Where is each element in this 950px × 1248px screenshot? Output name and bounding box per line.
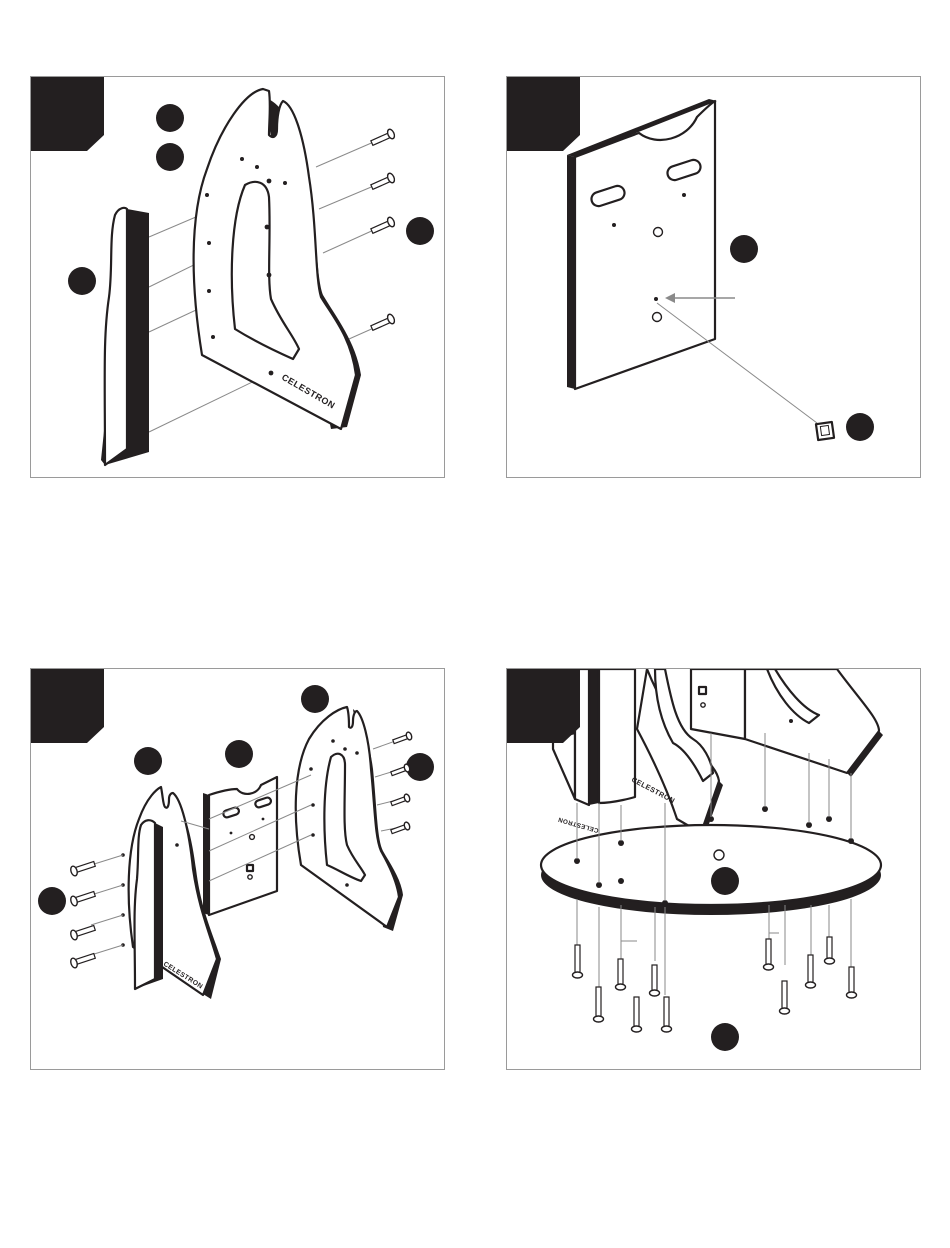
screw-icon — [650, 965, 660, 996]
screw-icon — [594, 987, 604, 1022]
part-callout-dot-icon — [38, 887, 66, 915]
step-panel-3: CELESTRON — [30, 668, 445, 1070]
screw-icon — [573, 945, 583, 978]
part-callout-dot-icon — [156, 104, 184, 132]
step-4-illustration: CELESTRON CELESTRON — [507, 669, 922, 1071]
inverted-assembly: CELESTRON — [553, 669, 883, 835]
screw-icon — [662, 997, 672, 1032]
screw-icon — [391, 793, 411, 805]
step-1-illustration: CELESTRON — [31, 77, 446, 479]
screw-icon — [806, 955, 816, 988]
step-3-illustration: CELESTRON — [31, 669, 446, 1071]
screw-icon — [616, 959, 626, 990]
step-panel-4: CELESTRON CELESTRON — [506, 668, 921, 1070]
engraved-label: CELESTRON — [557, 815, 599, 833]
screw-icon — [371, 128, 396, 145]
part-callout-dot-icon — [68, 267, 96, 295]
step-number-tab-icon — [31, 77, 104, 151]
step-number-tab-icon — [507, 77, 580, 151]
screw-icon — [371, 216, 396, 233]
screw-icon — [632, 997, 642, 1032]
step-panel-2 — [506, 76, 921, 478]
screw-icon — [391, 763, 411, 775]
screw-icon — [70, 892, 96, 907]
base-disc-part: CELESTRON — [541, 806, 881, 915]
side-rail-part — [101, 208, 149, 465]
screw-icon — [847, 967, 857, 998]
part-callout-dot-icon — [846, 413, 874, 441]
screw-icon — [764, 939, 774, 970]
part-callout-dot-icon — [301, 685, 329, 713]
screw-icon — [780, 981, 790, 1014]
part-callout-dot-icon — [730, 235, 758, 263]
center-plate-part — [567, 99, 717, 389]
part-callout-dot-icon — [156, 143, 184, 171]
part-callout-dot-icon — [711, 1023, 739, 1051]
screw-icon — [371, 172, 396, 189]
screw-icon — [371, 313, 396, 330]
screw-icon — [391, 821, 411, 833]
part-callout-dot-icon — [225, 740, 253, 768]
screw-icon — [825, 937, 835, 964]
step-number-tab-icon — [31, 669, 104, 743]
step-panel-1: CELESTRON — [30, 76, 445, 478]
screw-icon — [70, 862, 96, 877]
step-number-tab-icon — [507, 669, 580, 743]
part-callout-dot-icon — [406, 753, 434, 781]
rubber-bumper-icon — [816, 422, 834, 440]
screw-icon — [70, 954, 96, 969]
screw-icon — [393, 731, 413, 743]
side-plate-part: CELESTRON — [194, 89, 361, 429]
step-2-illustration — [507, 77, 922, 479]
part-callout-dot-icon — [406, 217, 434, 245]
part-callout-dot-icon — [711, 867, 739, 895]
screw-icon — [70, 926, 96, 941]
center-plate-part — [203, 777, 277, 915]
right-side-plate-part — [296, 707, 403, 931]
part-callout-dot-icon — [134, 747, 162, 775]
